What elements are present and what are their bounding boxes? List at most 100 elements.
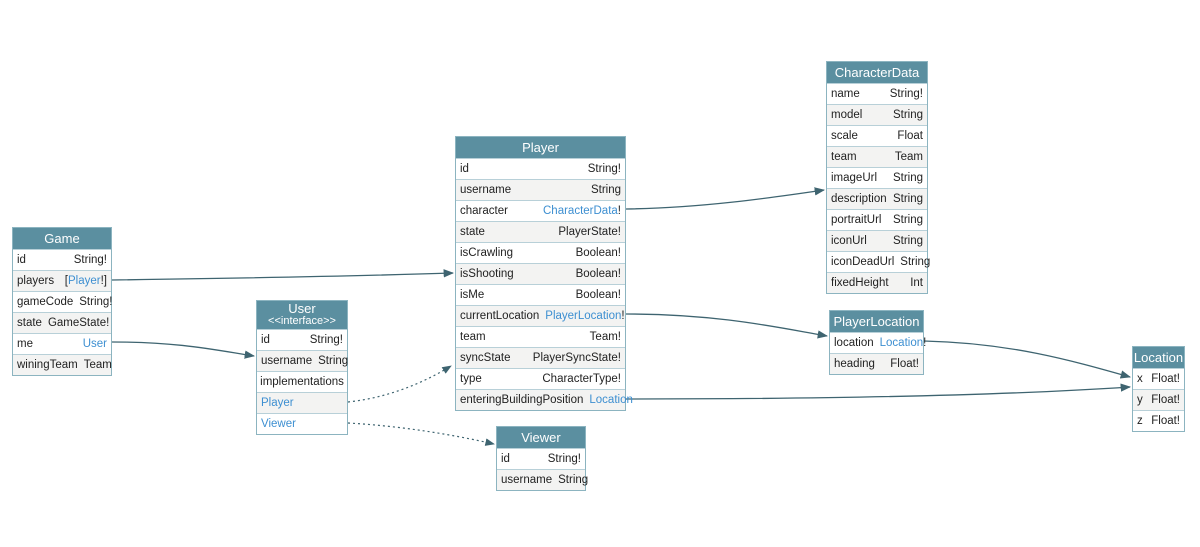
field-row[interactable]: imageUrl String bbox=[827, 167, 927, 188]
field-type-suffix: ! bbox=[617, 205, 621, 217]
field-type: String bbox=[558, 474, 589, 486]
node-viewer-header: Viewer bbox=[497, 427, 585, 448]
field-row[interactable]: gameCode String! bbox=[13, 291, 113, 312]
field-row[interactable]: scale Float bbox=[827, 125, 927, 146]
field-name: x bbox=[1137, 373, 1143, 385]
field-row[interactable]: fixedHeight Int bbox=[827, 272, 927, 293]
field-type: String bbox=[892, 109, 923, 121]
field-row[interactable]: id String! bbox=[13, 249, 111, 270]
field-row[interactable]: username String bbox=[497, 469, 589, 490]
field-type: String! bbox=[547, 453, 581, 465]
node-player-header: Player bbox=[456, 137, 625, 158]
field-row[interactable]: players [Player!] bbox=[13, 270, 111, 291]
field-row[interactable]: iconUrl String bbox=[827, 230, 927, 251]
node-viewer[interactable]: Viewer id String! username String bbox=[496, 426, 589, 491]
implementation-item-viewer[interactable]: Viewer bbox=[257, 413, 347, 434]
node-location[interactable]: Location x Float! y Float! z Float! bbox=[1132, 346, 1185, 432]
field-type: Location! bbox=[880, 337, 927, 349]
edge-user-impl-player bbox=[347, 365, 452, 403]
field-row[interactable]: state PlayerState! bbox=[456, 221, 625, 242]
field-row[interactable]: id String! bbox=[497, 448, 585, 469]
field-row[interactable]: model String bbox=[827, 104, 927, 125]
field-type: Team bbox=[894, 151, 923, 163]
field-row[interactable]: location Location! bbox=[830, 332, 926, 353]
field-name: isCrawling bbox=[460, 247, 514, 259]
field-type-link[interactable]: CharacterData bbox=[543, 205, 618, 217]
field-row[interactable]: id String! bbox=[456, 158, 625, 179]
field-row[interactable]: state GameState! bbox=[13, 312, 111, 333]
implementations-header: implementations bbox=[257, 371, 347, 392]
field-type: CharacterData! bbox=[543, 205, 621, 217]
field-row[interactable]: description String bbox=[827, 188, 927, 209]
field-row[interactable]: currentLocation PlayerLocation! bbox=[456, 305, 625, 326]
field-type: String bbox=[892, 214, 923, 226]
field-type-link[interactable]: Location bbox=[589, 394, 633, 406]
field-type: Boolean! bbox=[575, 247, 621, 259]
field-type-link[interactable]: Player bbox=[68, 275, 101, 287]
field-row[interactable]: isCrawling Boolean! bbox=[456, 242, 625, 263]
field-row[interactable]: type CharacterType! bbox=[456, 368, 625, 389]
field-row[interactable]: heading Float! bbox=[830, 353, 923, 374]
field-row[interactable]: team Team! bbox=[456, 326, 625, 347]
field-row[interactable]: winingTeam Team bbox=[13, 354, 112, 375]
node-playerlocation[interactable]: PlayerLocation location Location! headin… bbox=[829, 310, 926, 375]
field-type: PlayerState! bbox=[558, 226, 621, 238]
field-type: String bbox=[590, 184, 621, 196]
node-game[interactable]: Game id String! players [Player!] gameCo… bbox=[12, 227, 113, 376]
node-playerlocation-header: PlayerLocation bbox=[830, 311, 923, 332]
field-type: String bbox=[892, 193, 923, 205]
node-user-subtitle: <<interface>> bbox=[268, 315, 336, 328]
field-row[interactable]: iconDeadUrl String bbox=[827, 251, 931, 272]
field-name: fixedHeight bbox=[831, 277, 889, 289]
field-row[interactable]: name String! bbox=[827, 83, 927, 104]
node-characterdata[interactable]: CharacterData name String! model String … bbox=[826, 61, 931, 294]
field-type-suffix: ! bbox=[923, 337, 927, 349]
field-row[interactable]: team Team bbox=[827, 146, 927, 167]
field-name: state bbox=[17, 317, 42, 329]
field-row[interactable]: portraitUrl String bbox=[827, 209, 927, 230]
field-name: id bbox=[261, 334, 270, 346]
field-name: isMe bbox=[460, 289, 485, 301]
field-name: iconUrl bbox=[831, 235, 867, 247]
field-row[interactable]: syncState PlayerSyncState! bbox=[456, 347, 625, 368]
field-row[interactable]: isMe Boolean! bbox=[456, 284, 625, 305]
field-row[interactable]: x Float! bbox=[1133, 368, 1184, 389]
field-name: me bbox=[17, 338, 33, 350]
implementation-item-player[interactable]: Player bbox=[257, 392, 347, 413]
field-type: Boolean! bbox=[575, 289, 621, 301]
field-name: imageUrl bbox=[831, 172, 878, 184]
field-type-link[interactable]: User bbox=[82, 338, 107, 350]
edge-playerlocation-location-to-location bbox=[923, 340, 1132, 379]
field-row[interactable]: username String bbox=[257, 350, 348, 371]
field-type-link[interactable]: PlayerLocation bbox=[545, 310, 622, 322]
implementations-label: implementations bbox=[260, 376, 344, 388]
field-type: String! bbox=[73, 254, 107, 266]
field-row[interactable]: isShooting Boolean! bbox=[456, 263, 625, 284]
field-type: GameState! bbox=[47, 317, 110, 329]
field-row[interactable]: character CharacterData! bbox=[456, 200, 625, 221]
field-type: String! bbox=[79, 296, 113, 308]
field-row[interactable]: username String bbox=[456, 179, 625, 200]
field-name: description bbox=[831, 193, 887, 205]
field-row[interactable]: y Float! bbox=[1133, 389, 1184, 410]
implementation-name: Player bbox=[261, 397, 294, 409]
field-name: team bbox=[460, 331, 486, 343]
field-type: String! bbox=[587, 163, 621, 175]
field-name: currentLocation bbox=[460, 310, 540, 322]
field-name: players bbox=[17, 275, 55, 287]
field-type: String bbox=[900, 256, 931, 268]
field-row[interactable]: id String! bbox=[257, 329, 347, 350]
field-name: heading bbox=[834, 358, 875, 370]
field-type-link[interactable]: Location bbox=[879, 337, 924, 349]
field-name: state bbox=[460, 226, 485, 238]
field-row[interactable]: me User bbox=[13, 333, 111, 354]
node-location-title: Location bbox=[1133, 349, 1184, 365]
node-user[interactable]: User <<interface>> id String! username S… bbox=[256, 300, 348, 435]
node-player[interactable]: Player id String! username String charac… bbox=[455, 136, 633, 411]
field-type: CharacterType! bbox=[542, 373, 621, 385]
field-name: iconDeadUrl bbox=[831, 256, 895, 268]
edge-player-enteringbuilding-to-location bbox=[625, 383, 1132, 400]
field-row[interactable]: z Float! bbox=[1133, 410, 1184, 431]
field-row[interactable]: enteringBuildingPosition Location bbox=[456, 389, 633, 410]
node-playerlocation-title: PlayerLocation bbox=[833, 313, 920, 329]
